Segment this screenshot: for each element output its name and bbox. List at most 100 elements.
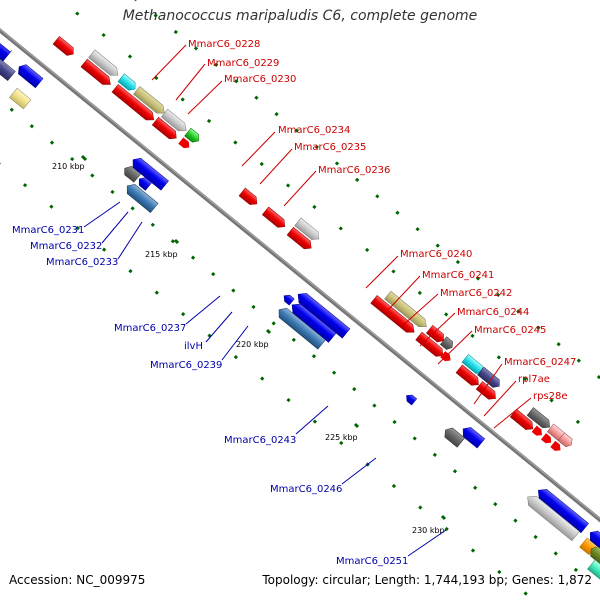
gene-mmarc6-0245-arrow[interactable] (477, 366, 503, 390)
gene-mmarc6-0229b-arrow[interactable] (117, 73, 138, 93)
gene-dark-0242b-arrow[interactable] (439, 336, 455, 352)
tick-225kbp: 225 kbp (325, 433, 358, 442)
label-mmarc6-0237[interactable]: MmarC6_0237 (114, 323, 186, 334)
label-mmarc6-0242[interactable]: MmarC6_0242 (440, 288, 512, 299)
gene-red-0242d-arrow[interactable] (440, 351, 453, 364)
label-mmarc6-0240[interactable]: MmarC6_0240 (400, 249, 472, 260)
label-rps28e[interactable]: rps28e (533, 391, 568, 402)
gene-mint-0251f-arrow[interactable] (587, 559, 600, 581)
scale-dash (418, 505, 423, 510)
scale-dash (493, 502, 498, 507)
gene-mmarc6-0237-arrow[interactable] (281, 293, 295, 306)
gene-pink-0247c-arrow[interactable] (557, 432, 574, 449)
label-mmarc6-0230[interactable]: MmarC6_0230 (224, 74, 296, 85)
gene-mmarc6-0243-arrow[interactable] (404, 392, 418, 406)
gene-left-yellow-box[interactable] (9, 87, 32, 110)
scale-dash (352, 387, 357, 392)
scale-dash (154, 290, 159, 295)
gene-mmarc6-0230-arrow[interactable] (133, 86, 167, 117)
scale-dash (75, 11, 80, 16)
label-mmarc6-0228[interactable]: MmarC6_0228 (188, 39, 260, 50)
label-mmarc6-0247[interactable]: MmarC6_0247 (504, 357, 576, 368)
scale-dash (523, 376, 528, 381)
label-mmarc6-0235[interactable]: MmarC6_0235 (294, 142, 366, 153)
gene-red-0230d-arrow[interactable] (151, 116, 179, 142)
scale-dash (444, 312, 449, 317)
label-mmarc6-0231[interactable]: MmarC6_0231 (12, 225, 84, 236)
accession-text: Accession: NC_009975 (9, 573, 146, 587)
label-mmarc6-0246[interactable]: MmarC6_0246 (270, 484, 342, 495)
scale-dash (190, 255, 196, 260)
scale-dash (556, 342, 561, 347)
scale-dash (291, 337, 296, 342)
gene-mmarc6-0242-arrow[interactable] (426, 325, 446, 344)
label-mmarc6-0241[interactable]: MmarC6_0241 (422, 270, 494, 281)
label-ilvh[interactable]: ilvH (184, 341, 203, 352)
gene-rps28e-arrow[interactable] (531, 425, 563, 454)
scale-dash (497, 569, 502, 575)
label-mmarc6-0239[interactable]: MmarC6_0239 (150, 360, 222, 371)
scale-dash (180, 97, 185, 102)
gene-left-red-arrow[interactable] (52, 35, 76, 58)
gene-red-0242c-arrow[interactable] (415, 331, 446, 359)
gene-mmarc6-0235-arrow[interactable] (261, 206, 288, 231)
gene-mmarc6-0228-arrow[interactable] (80, 58, 114, 88)
label-mmarc6-0244[interactable]: MmarC6_0244 (457, 307, 529, 318)
scale-dash (475, 276, 481, 281)
label-mmarc6-0236[interactable]: MmarC6_0236 (318, 165, 390, 176)
gene-mmarc6-0239-arrow[interactable] (275, 305, 326, 350)
gene-red-small-arrow[interactable] (178, 137, 192, 150)
leader-0247 (473, 363, 503, 405)
scale-dash (286, 397, 291, 403)
scale-dash (355, 177, 360, 182)
tick-215kbp: 215 kbp (145, 250, 178, 259)
scale-dash (170, 239, 176, 244)
gene-mmarc6-0233-arrow[interactable] (123, 181, 159, 213)
gene-grey-0251b-arrow[interactable] (524, 492, 580, 542)
gene-mmarc6-0229-arrow[interactable] (88, 49, 122, 79)
gene-left-blue2-arrow[interactable] (15, 62, 44, 89)
scale-dash (334, 161, 340, 166)
tick-220kbp: 220 kbp (236, 340, 269, 349)
gene-mmarc6-0247-arrow[interactable] (526, 407, 553, 432)
leader-0244 (419, 312, 456, 347)
leader-ilvh (205, 311, 233, 343)
gene-red-0230b-arrow[interactable] (111, 84, 157, 123)
scale-dash (206, 118, 212, 124)
gene-left-slate-arrow[interactable] (0, 58, 16, 82)
gene-mmarc6-0241-arrow[interactable] (370, 295, 418, 336)
gene-mmarc6-0240-arrow[interactable] (384, 290, 430, 330)
label-mmarc6-0243[interactable]: MmarC6_0243 (224, 435, 296, 446)
label-mmarc6-0245[interactable]: MmarC6_0245 (474, 325, 546, 336)
label-mmarc6-0232[interactable]: MmarC6_0232 (30, 241, 102, 252)
scale-dash (412, 436, 417, 441)
scale-dash (415, 227, 420, 232)
scale-dash (193, 46, 199, 51)
scale-dash (417, 290, 422, 296)
scale-dash (391, 483, 397, 489)
gene-red-0247b-arrow[interactable] (509, 408, 536, 433)
label-rpl7ae[interactable]: rpl7ae (518, 374, 550, 385)
label-mmarc6-0234[interactable]: MmarC6_0234 (278, 125, 350, 136)
gene-blue-0251d-arrow[interactable] (586, 528, 600, 560)
label-mmarc6-0251[interactable]: MmarC6_0251 (336, 556, 408, 567)
gene-green-0230e-arrow[interactable] (184, 127, 202, 145)
scale-dash (128, 269, 133, 274)
scale-dash (444, 526, 449, 532)
leader-0245 (437, 330, 473, 365)
scale-dash (375, 194, 380, 199)
gene-red-0236b-arrow[interactable] (286, 226, 314, 252)
gene-left-blue-arrow[interactable] (0, 38, 12, 62)
label-mmarc6-0229[interactable]: MmarC6_0229 (207, 58, 279, 69)
gene-dark-0246b-arrow[interactable] (442, 425, 466, 448)
gene-red-0245c-arrow[interactable] (475, 381, 499, 402)
gene-grey-0230c-arrow[interactable] (161, 108, 189, 134)
label-mmarc6-0233[interactable]: MmarC6_0233 (46, 257, 118, 268)
gene-blue-0231b-arrow[interactable] (136, 175, 153, 191)
gene-mmarc6-0236-arrow[interactable] (294, 217, 322, 243)
gene-mmarc6-0234-arrow[interactable] (238, 187, 260, 208)
gene-mmarc6-0246-arrow[interactable] (459, 424, 486, 449)
gene-red-0245b-arrow[interactable] (455, 364, 482, 389)
scale-dash (102, 247, 107, 252)
scale-dash (260, 376, 265, 381)
